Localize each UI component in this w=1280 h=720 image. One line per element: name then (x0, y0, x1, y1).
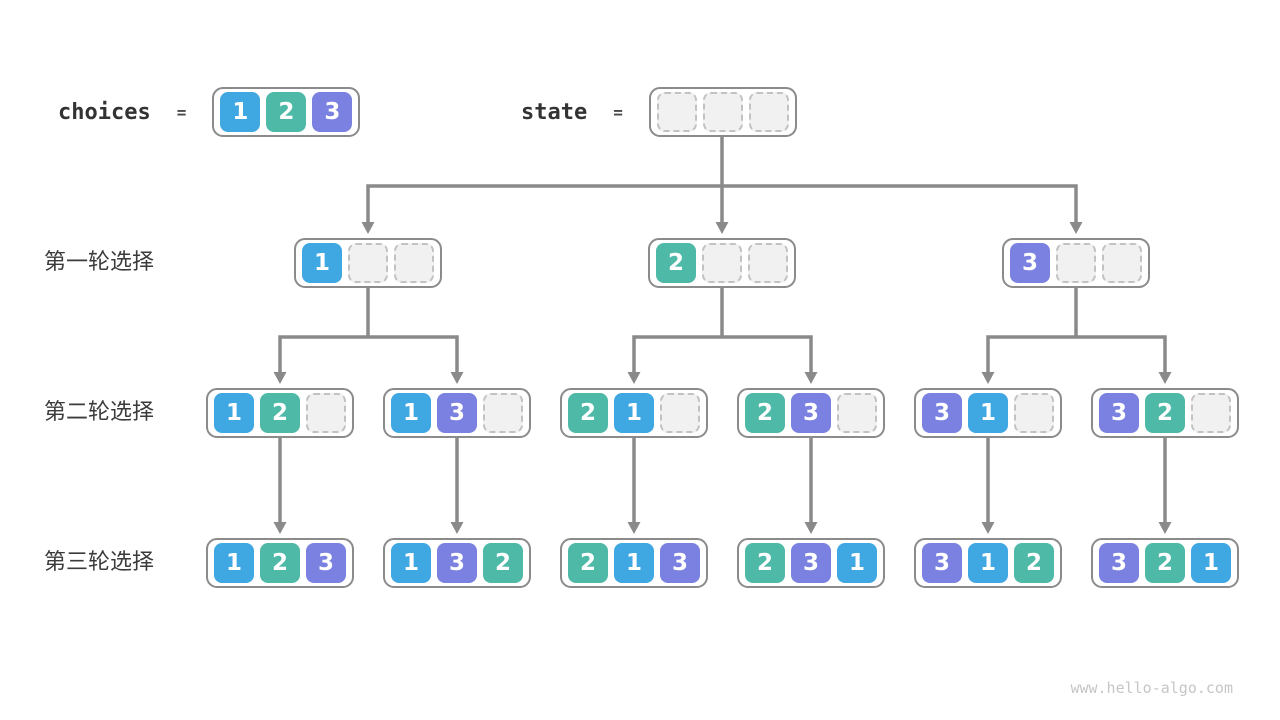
cell-1: 1 (968, 393, 1008, 433)
cell-1: 1 (214, 543, 254, 583)
row-label-3: 第三轮选择 (44, 550, 155, 575)
empty-cell (748, 92, 789, 132)
empty-cell (306, 393, 346, 433)
cell-2: 2 (266, 92, 307, 132)
cell-3: 3 (791, 393, 831, 433)
state-node-1__: 1 (294, 238, 442, 288)
cell-3: 3 (922, 543, 962, 583)
cell-2: 2 (656, 243, 696, 283)
cell-1: 1 (968, 543, 1008, 583)
empty-cell (702, 243, 742, 283)
state-equals-sign: = (613, 102, 623, 122)
cell-3: 3 (922, 393, 962, 433)
cell-2: 2 (745, 393, 785, 433)
cell-2: 2 (568, 393, 608, 433)
choices-equals-sign: = (176, 102, 187, 122)
row-label-2: 第二轮选择 (44, 400, 155, 425)
empty-cell (1056, 243, 1096, 283)
cell-2: 2 (1145, 393, 1185, 433)
empty-cell (483, 393, 523, 433)
cell-3: 3 (1099, 393, 1139, 433)
cell-1: 1 (614, 543, 654, 583)
cell-3: 3 (306, 543, 346, 583)
cell-2: 2 (1014, 543, 1054, 583)
cell-3: 3 (1010, 243, 1050, 283)
state-label: state (521, 99, 588, 125)
cell-1: 1 (214, 393, 254, 433)
cell-1: 1 (391, 393, 431, 433)
empty-cell (748, 243, 788, 283)
cell-3: 3 (791, 543, 831, 583)
cell-2: 2 (260, 393, 300, 433)
cell-3: 3 (1099, 543, 1139, 583)
state-array-slot (648, 87, 797, 137)
cell-1: 1 (614, 393, 654, 433)
empty-cell (1102, 243, 1142, 283)
row-label-1: 第一轮选择 (44, 250, 155, 275)
empty-cell (837, 393, 877, 433)
choices-label: choices (58, 99, 151, 125)
cell-3: 3 (437, 393, 477, 433)
empty-cell (1014, 393, 1054, 433)
cell-2: 2 (568, 543, 608, 583)
empty-cell (656, 92, 697, 132)
state-group: state = (521, 87, 797, 137)
empty-cell (394, 243, 434, 283)
state-node-3__: 3 (1002, 238, 1150, 288)
cell-2: 2 (260, 543, 300, 583)
cell-2: 2 (1145, 543, 1185, 583)
cell-3: 3 (437, 543, 477, 583)
cell-1: 1 (391, 543, 431, 583)
cell-2: 2 (483, 543, 523, 583)
cell-3: 3 (660, 543, 700, 583)
empty-cell (702, 92, 743, 132)
state-array (648, 87, 797, 137)
cell-2: 2 (745, 543, 785, 583)
empty-cell (660, 393, 700, 433)
cell-3: 3 (312, 92, 353, 132)
watermark: www.hello-algo.com (1070, 679, 1233, 697)
cell-1: 1 (837, 543, 877, 583)
cell-1: 1 (220, 92, 261, 132)
state-node-2__: 2 (648, 238, 796, 288)
empty-cell (1191, 393, 1231, 433)
empty-cell (348, 243, 388, 283)
cell-1: 1 (1191, 543, 1231, 583)
cell-1: 1 (302, 243, 342, 283)
